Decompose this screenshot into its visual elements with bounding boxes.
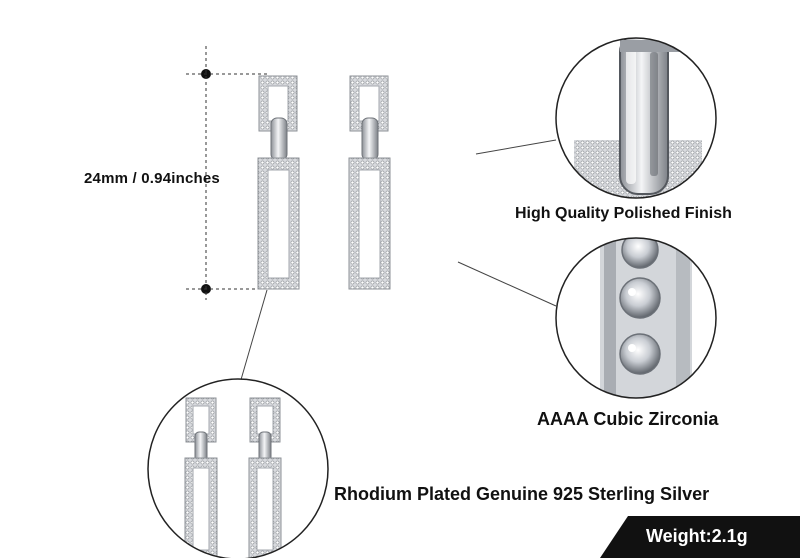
zoom-circle-stone xyxy=(555,237,717,399)
leader-line-polish xyxy=(475,139,557,155)
zoom-circle-pair xyxy=(147,378,329,558)
dimension-label: 24mm / 0.94inches xyxy=(84,170,220,187)
feature-label-material: Rhodium Plated Genuine 925 Sterling Silv… xyxy=(334,484,710,504)
earring-left xyxy=(257,75,300,290)
leader-line-stone xyxy=(457,261,557,307)
zoom-circle-polish xyxy=(555,37,717,199)
dimension-marker xyxy=(186,46,270,300)
leader-line-silver xyxy=(237,289,268,391)
earring-right xyxy=(348,75,391,290)
weight-label: Weight:2.1g xyxy=(646,526,748,546)
weight-badge: Weight:2.1g xyxy=(600,516,800,558)
feature-label-finish: High Quality Polished Finish xyxy=(515,205,732,222)
feature-label-stone: AAAA Cubic Zirconia xyxy=(537,409,719,429)
